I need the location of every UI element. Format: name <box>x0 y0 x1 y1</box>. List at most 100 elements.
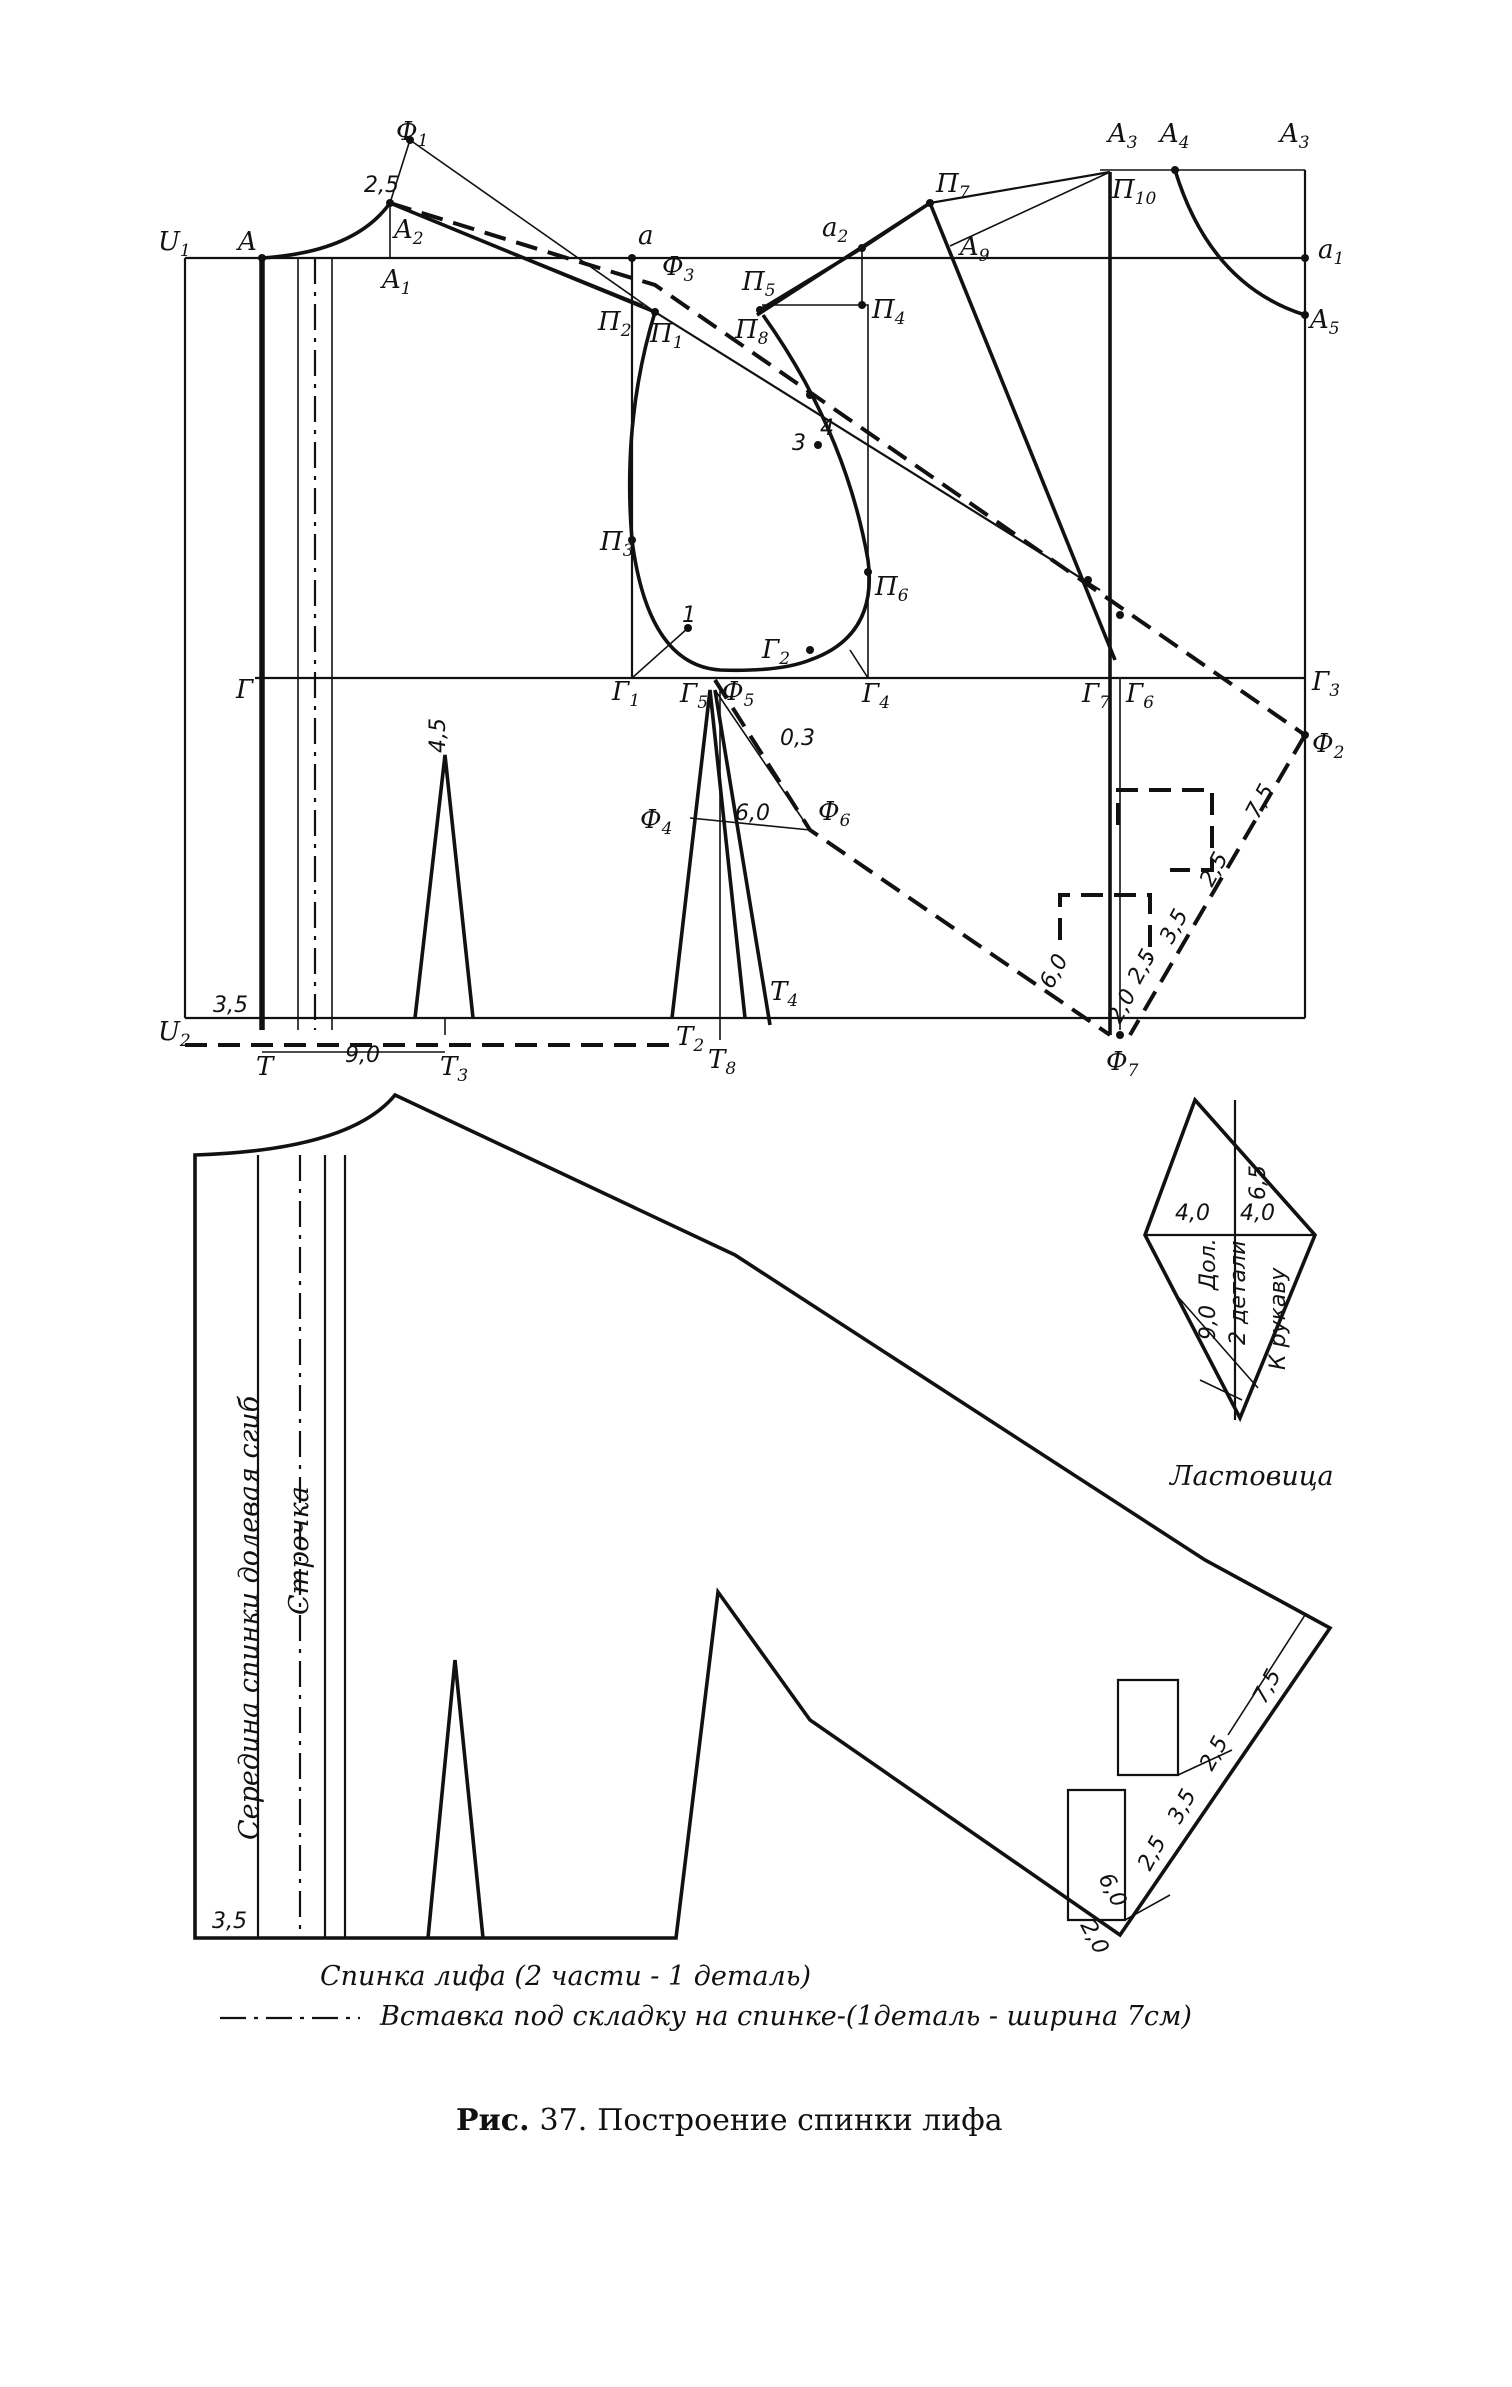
label-a1-right: a1 <box>1318 235 1344 269</box>
point-a4-dot <box>1171 166 1179 174</box>
label-g6: Г6 <box>1125 679 1154 713</box>
back-dart <box>413 754 475 1019</box>
point-a-small-dot <box>628 254 636 262</box>
armhole-bisector-2 <box>849 649 869 679</box>
lower-vent-rect-upper <box>1116 1678 1180 1777</box>
point-3-dot <box>814 441 822 449</box>
p5-a2-line <box>759 247 863 311</box>
gusset-label-4-0-left: 4,0 <box>1175 1201 1210 1226</box>
label-7-5-top: 7,5 <box>1241 780 1280 823</box>
label-f6: Ф6 <box>818 797 851 831</box>
construction-draft: U1 U2 A A1 A2 2,5 Ф1 a Ф3 П2 П1 П3 1 П5 … <box>158 117 1344 1086</box>
label-4: 4 <box>820 416 834 441</box>
label-a3-left: A3 <box>1106 119 1138 153</box>
label-t8: Т8 <box>708 1045 736 1079</box>
cuff-dashed-line <box>1128 733 1307 1037</box>
label-t4: Т4 <box>770 977 798 1011</box>
label-g2: Г2 <box>761 635 790 669</box>
gusset-count-label: 2 детали <box>1226 1241 1251 1345</box>
label-a5: A5 <box>1308 305 1340 339</box>
label-f5: Ф5 <box>722 677 754 711</box>
back-neckline <box>261 201 392 260</box>
point-a2-small-dot <box>858 244 866 252</box>
insert-caption: Вставка под складку на спинке-(1деталь -… <box>379 2001 1192 2032</box>
point-f1-dot <box>406 136 414 144</box>
label-a: A <box>236 227 257 257</box>
label-f2: Ф2 <box>1312 729 1344 763</box>
gusset-outline <box>1143 1096 1318 1423</box>
sleeve-cap-line <box>654 311 1101 591</box>
label-a2: A2 <box>392 215 424 249</box>
label-p2: П2 <box>597 307 632 341</box>
label-4-5: 4,5 <box>426 718 451 753</box>
lower-dim-tick-1 <box>1177 1749 1233 1776</box>
label-t2: Т2 <box>676 1022 704 1056</box>
label-9-0: 9,0 <box>345 1043 380 1068</box>
center-back-fold-label: Середина спинки долевая сгиб <box>234 1395 265 1840</box>
label-p1: П1 <box>649 319 684 353</box>
label-u2: U2 <box>158 1017 191 1051</box>
side-dart-left <box>670 689 747 1019</box>
gusset-grain-label: Дол. <box>1196 1238 1221 1291</box>
label-t3: Т3 <box>440 1052 468 1086</box>
point-g7-dot <box>1084 576 1092 584</box>
point-a1-dot <box>1301 254 1309 262</box>
sleeve-front-line <box>928 202 1117 661</box>
label-p4: П4 <box>871 295 906 329</box>
vent-rect-upper <box>1116 788 1214 872</box>
gusset-title: Ластовица <box>1168 1461 1334 1492</box>
point-a5-dot <box>1301 311 1309 319</box>
label-f4: Ф4 <box>640 805 672 839</box>
sleeve-cap-curve <box>1173 169 1306 317</box>
label-g3: Г3 <box>1311 667 1340 701</box>
piece-caption: Спинка лифа (2 части - 1 деталь) <box>320 1961 811 1992</box>
label-t: Т <box>256 1052 275 1082</box>
label-p3: П3 <box>599 527 634 561</box>
label-2-5-top-b: 2,5 <box>1123 945 1162 988</box>
f5-f6-line <box>714 689 811 831</box>
point-p3-dot <box>628 536 636 544</box>
label-g1: Г1 <box>611 677 640 711</box>
gusset-arrow-1 <box>1171 1289 1259 1389</box>
label-g5: Г5 <box>679 679 708 713</box>
raglan-dashed-line <box>389 201 1307 737</box>
point-p1-dot <box>651 308 659 316</box>
label-f1: Ф1 <box>396 117 428 151</box>
label-3: 3 <box>792 431 806 456</box>
label-a9: A9 <box>958 232 990 266</box>
side-dart-right <box>713 689 772 1026</box>
gusset-label-9-0: 9,0 <box>1196 1305 1221 1340</box>
label-f7: Ф7 <box>1106 1047 1139 1081</box>
final-back-piece: 7,5 2,5 3,5 2,5 6,0 2,0 3,5 Середина спи… <box>193 1092 1333 1959</box>
point-p7-dot <box>926 199 934 207</box>
label-a4: A4 <box>1158 119 1190 153</box>
f1-line <box>409 139 656 313</box>
shoulder-aux-line <box>389 202 644 306</box>
label-0-3: 0,3 <box>780 726 815 751</box>
armhole-curve <box>627 311 871 673</box>
lower-back-dart <box>426 1659 485 1939</box>
label-6-0-side: 6,0 <box>735 801 770 826</box>
lower-dim-line-1 <box>1227 1614 1306 1736</box>
gusset-arrow-2 <box>1199 1379 1243 1401</box>
label-a2-small: a2 <box>822 213 848 247</box>
p4-box <box>762 304 869 678</box>
gusset: 6,5 4,0 4,0 9,0 Дол. 2 детали К рукаву Л… <box>1143 1096 1334 1492</box>
point-p4-dot <box>858 301 866 309</box>
lower-dim-tick-2 <box>1124 1894 1171 1921</box>
label-1: 1 <box>682 603 696 628</box>
label-2-5-neck: 2,5 <box>364 173 399 198</box>
a9-line <box>949 171 1111 247</box>
label-p8: П8 <box>734 315 769 349</box>
f4-f6-line <box>689 817 811 831</box>
gusset-to-sleeve-label: К рукаву <box>1266 1267 1291 1370</box>
label-a3: A3 <box>1278 119 1310 153</box>
point-p6-dot <box>864 568 872 576</box>
figure-caption: Рис.37.Построение спинки лифа <box>456 2103 1003 2138</box>
label-3-5-vent-top: 3,5 <box>1155 905 1194 948</box>
label-p5: П5 <box>741 267 776 301</box>
armhole-bisector-1 <box>631 627 689 679</box>
label-p10: П10 <box>1111 175 1157 209</box>
label-p6: П6 <box>874 572 909 606</box>
